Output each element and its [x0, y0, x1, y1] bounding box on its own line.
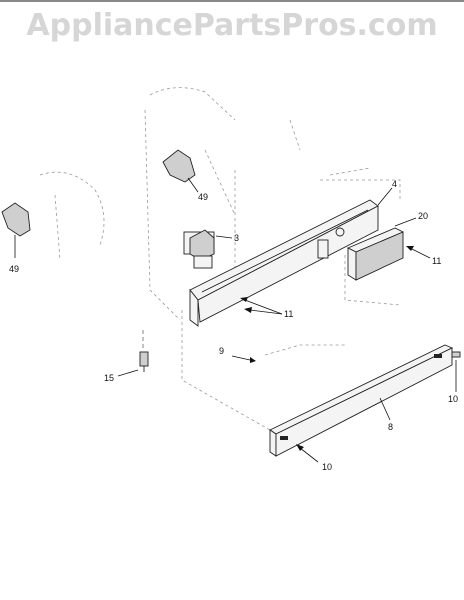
- cabinet-outline: [39, 87, 401, 431]
- panel-slot-left: [280, 436, 288, 440]
- callout-4: 4: [392, 179, 397, 189]
- callout-9: 9: [219, 346, 224, 356]
- callout-15: 15: [104, 373, 114, 383]
- callout-10-right: 10: [448, 394, 458, 404]
- bracket-49-right: [162, 149, 199, 193]
- module-20: [346, 217, 417, 281]
- callout-49-right: 49: [198, 192, 208, 202]
- bracket-49-left: [1, 202, 31, 258]
- mounting-rail-4: [189, 187, 393, 327]
- valve-3: [183, 229, 233, 269]
- panel-slot-right: [434, 354, 442, 358]
- callout-49-left: 49: [9, 264, 19, 274]
- callout-20: 20: [418, 211, 428, 221]
- watermark-logo: AppliancePartsPros.com: [26, 8, 438, 43]
- screws-10: [296, 351, 461, 463]
- callout-11-right: 11: [432, 256, 441, 266]
- screws-11: [240, 246, 431, 315]
- callout-8: 8: [388, 422, 393, 432]
- screw-15: [117, 351, 149, 377]
- callout-11-center: 11: [284, 309, 293, 319]
- rail-clip: [317, 239, 329, 259]
- kick-panel-8: [269, 344, 454, 457]
- pointer-9: [231, 355, 256, 363]
- callout-10-bottom: 10: [322, 462, 332, 472]
- callout-3: 3: [234, 233, 239, 243]
- rail-hole: [335, 227, 345, 237]
